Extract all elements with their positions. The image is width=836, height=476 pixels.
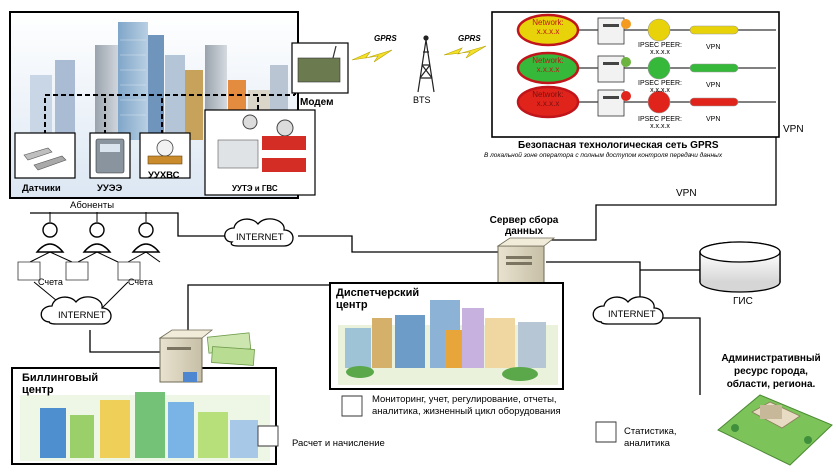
city-frame <box>9 11 299 199</box>
vpn-link-label: VPN <box>783 124 804 135</box>
server-label: Сервер сбора данных <box>489 215 559 237</box>
internet-top-label: INTERNET <box>236 232 284 243</box>
gis-label: ГИС <box>733 296 753 307</box>
admin-city-illustration <box>717 394 833 466</box>
gprs-row-1-network-label: Network: x.x.x.x <box>526 18 570 36</box>
uute-meter <box>204 109 316 196</box>
billing-server-icon <box>158 329 214 383</box>
vpn-row-label-1: VPN <box>706 44 721 51</box>
uute-label: УУТЭ и ГВС <box>232 184 278 193</box>
vpn-row-label-3: VPN <box>706 116 721 123</box>
peer-label-3: IPSEC PEER:x.x.x.x <box>638 116 682 130</box>
uuee-label: УУЭЭ <box>97 183 123 194</box>
modem-label: Модем <box>300 97 334 108</box>
money-icon <box>206 332 255 366</box>
uuhvs-label: УУХВС <box>148 170 180 181</box>
subscriber-icons <box>35 222 161 253</box>
bts-label: BTS <box>413 95 431 105</box>
network-addr: x.x.x.x <box>536 99 560 108</box>
dispatch-city-illustration <box>338 300 558 385</box>
network-addr: x.x.x.x <box>536 27 560 36</box>
internet-cloud-icon <box>40 296 112 325</box>
dispatch-title: Диспетчерский центр <box>336 287 420 311</box>
internet-right-label: INTERNET <box>608 309 656 320</box>
network-label: Network: <box>532 90 564 99</box>
subscribers-label: Абоненты <box>70 200 115 211</box>
network-addr: x.x.x.x <box>536 65 560 74</box>
bts-tower-icon <box>417 35 435 93</box>
internet-cloud-icon <box>224 218 294 247</box>
network-label: Network: <box>532 56 564 65</box>
gprs-panel-title: Безопасная технологическая сеть GPRS <box>518 140 719 151</box>
internet-left-to-billing-line <box>89 330 160 353</box>
gprs-link-label: GPRS <box>374 34 397 43</box>
billing-title: Биллинговый центр <box>22 372 99 396</box>
admin-title: Административный ресурс города, области,… <box>721 353 821 390</box>
peer-label-1: IPSEC PEER:x.x.x.x <box>638 42 682 56</box>
dispatch-desc: Мониторинг, учет, регулирование, отчеты,… <box>372 394 561 417</box>
vpn-row-label-2: VPN <box>706 82 721 89</box>
gprs-panel-graphics <box>516 13 776 119</box>
gprs-lightning-icon <box>351 45 487 63</box>
billing-city-illustration <box>20 392 270 461</box>
peer-label-2: IPSEC PEER:x.x.x.x <box>638 80 682 94</box>
gprs-row-3-network-label: Network: x.x.x.x <box>526 90 570 108</box>
gprs-panel-subtitle: В локальной зоне оператора с полным дост… <box>484 152 723 159</box>
internet-top-to-server-line <box>298 235 498 253</box>
billing-desc: Расчет и начисление <box>292 438 385 449</box>
vpn-link-line <box>546 30 777 241</box>
internet-cloud-icon <box>592 296 664 325</box>
uuhvs-meter <box>139 132 191 179</box>
document-icon <box>257 395 617 447</box>
gprs-row-2-network-label: Network: x.x.x.x <box>526 56 570 74</box>
bill-doc-icons <box>17 261 141 281</box>
sensors-label: Датчики <box>22 183 61 194</box>
internet-right-to-admin-line <box>660 317 701 395</box>
server-to-internet-right-line <box>546 261 641 300</box>
bill-label-right: Счета <box>128 277 153 287</box>
uuee-meter <box>89 132 131 179</box>
vpn-link-label: VPN <box>676 188 697 199</box>
bill-label-left: Счета <box>38 277 63 287</box>
network-label: Network: <box>532 18 564 27</box>
gis-database-icon <box>699 241 781 293</box>
subscribers-link-line <box>30 212 230 237</box>
internet-left-label: INTERNET <box>58 310 106 321</box>
sensors-device <box>14 132 76 179</box>
gprs-link-label: GPRS <box>458 34 481 43</box>
admin-desc: Статистика, аналитика <box>624 426 677 449</box>
modem-device <box>291 42 349 94</box>
